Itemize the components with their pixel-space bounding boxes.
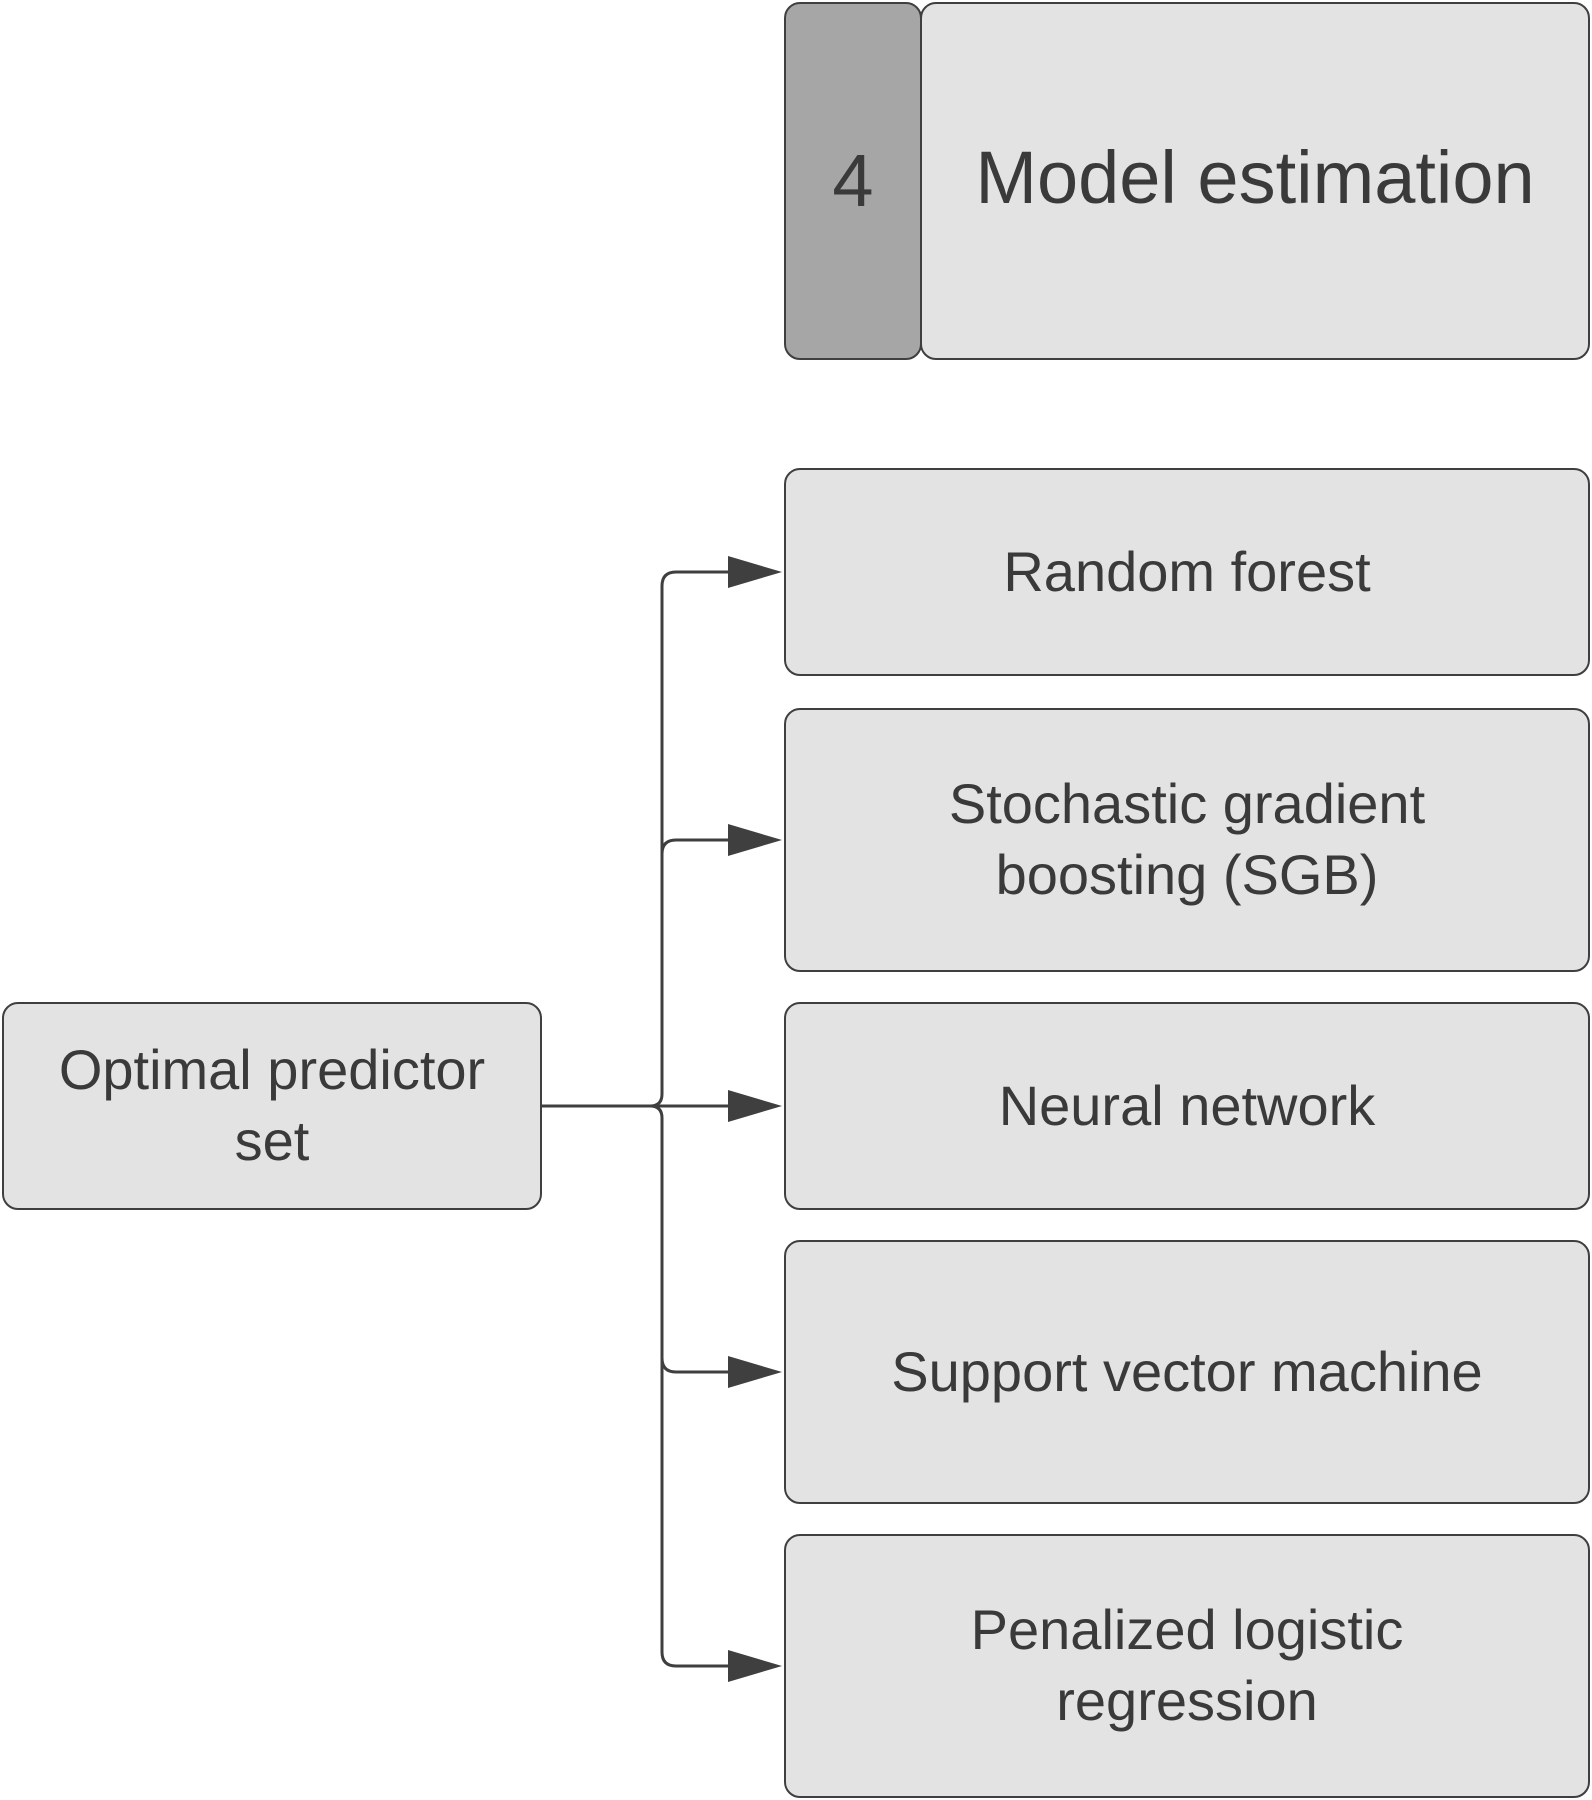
optimal-predictor-set-box: Optimal predictor set — [2, 1002, 542, 1210]
stage-title-box: Model estimation — [920, 2, 1590, 360]
arrowhead — [728, 556, 782, 588]
model-label: Random forest — [1003, 539, 1371, 603]
model-box-penalized-logistic-regression: Penalized logistic regression — [784, 1534, 1590, 1798]
model-label: Neural network — [998, 1073, 1376, 1137]
model-box-support-vector-machine: Support vector machine — [784, 1240, 1590, 1504]
arrowhead — [728, 1090, 782, 1122]
branch-line — [660, 838, 730, 855]
model-label: Stochastic gradient boosting (SGB) — [948, 772, 1426, 906]
model-box-random-forest: Random forest — [784, 468, 1590, 676]
arrowhead — [728, 1356, 782, 1388]
arrowhead — [728, 824, 782, 856]
model-box-neural-network: Neural network — [784, 1002, 1590, 1210]
model-box-sgb: Stochastic gradient boosting (SGB) — [784, 708, 1590, 972]
branch-line — [660, 1358, 730, 1668]
step-number-badge: 4 — [784, 2, 922, 360]
model-label: Support vector machine — [891, 1339, 1483, 1403]
source-label: Optimal predictor set — [58, 1038, 486, 1172]
stage-title-text: Model estimation — [975, 136, 1535, 220]
step-number-text: 4 — [832, 139, 874, 223]
branch-line — [649, 1104, 730, 1374]
arrowhead — [728, 1650, 782, 1682]
model-label: Penalized logistic regression — [970, 1598, 1404, 1732]
